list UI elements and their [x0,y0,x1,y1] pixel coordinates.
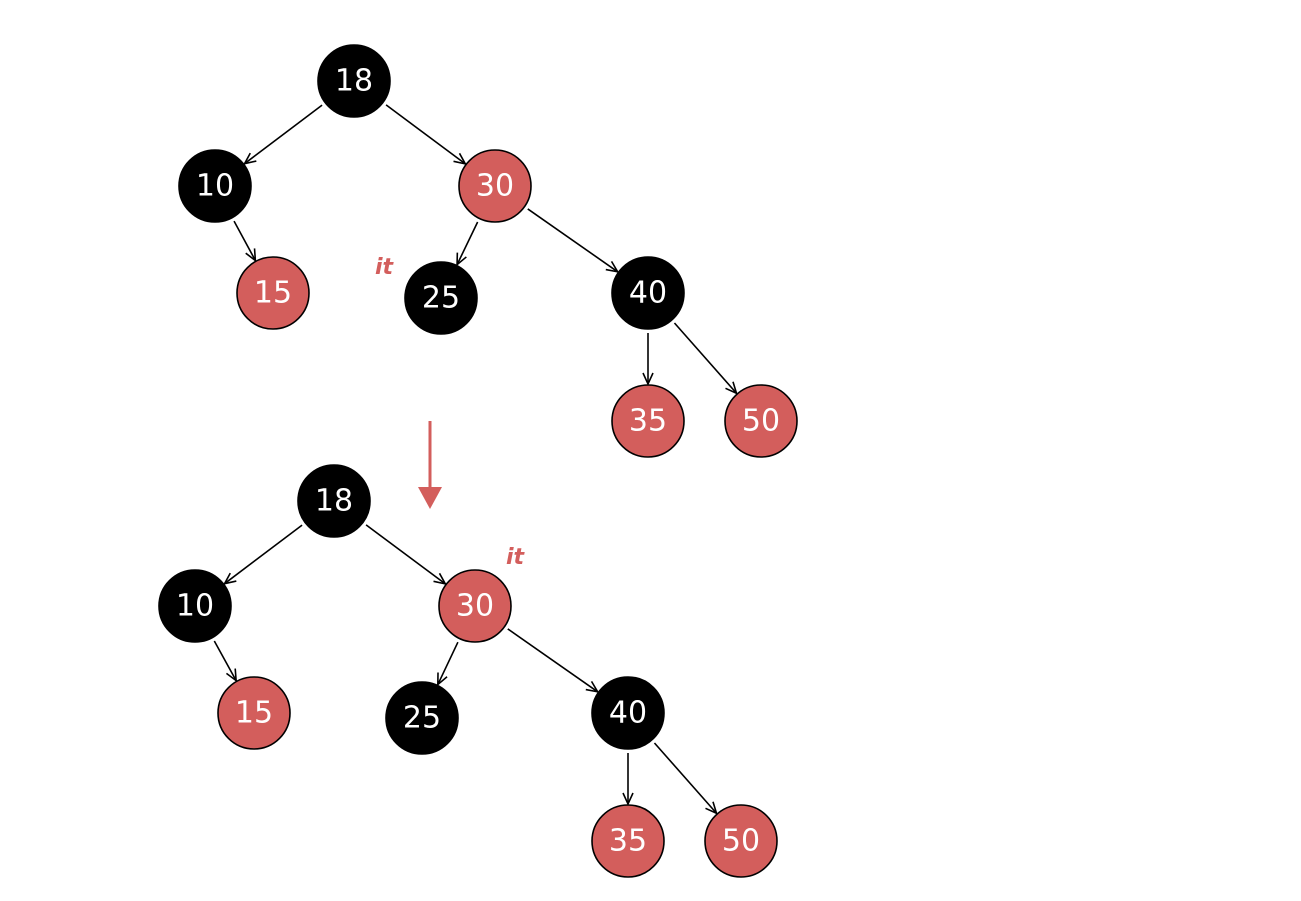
tree-after-step: 18 10 30 15 25 40 35 50 it [158,464,778,878]
node-label: 10 [176,589,214,624]
node-circle [724,384,798,458]
tree-node-40: 40 [611,256,685,330]
tree-before-step: 18 10 30 15 25 40 35 50 it [178,44,798,458]
edge-after-0 [222,524,303,585]
node-circle [458,149,532,223]
tree-node-30: 30 [458,149,532,223]
edge-before-0 [242,104,323,165]
edge-after-6 [653,742,718,815]
iterator-pointer-label: it [506,545,526,570]
iterator-pointer-label: it [375,255,395,280]
edge-before-1 [385,104,467,166]
node-label: 40 [609,696,647,731]
node-circle [385,681,459,755]
node-label: 35 [609,824,647,859]
edge-after-3 [436,641,459,687]
node-label: 35 [629,404,667,439]
node-circle [217,676,291,750]
transition-arrow [418,421,442,509]
tree-node-50: 50 [704,804,778,878]
edge-before-4 [527,208,620,273]
tree-node-15: 15 [236,256,310,330]
node-circle [611,384,685,458]
tree-node-35: 35 [591,804,665,878]
tree-node-25: 25 [404,261,478,335]
node-label: 40 [629,276,667,311]
node-circle [591,676,665,750]
node-circle [317,44,391,118]
node-circle [297,464,371,538]
tree-node-18: 18 [297,464,371,538]
edge-after-2 [213,640,238,683]
node-label: 50 [722,824,760,859]
node-label: 30 [476,169,514,204]
edge-before-6 [673,322,738,395]
node-label: 15 [235,696,273,731]
node-label: 25 [422,281,460,316]
node-circle [438,569,512,643]
node-circle [591,804,665,878]
edge-after-4 [507,628,600,693]
tree-node-25: 25 [385,681,459,755]
tree-node-40: 40 [591,676,665,750]
tree-node-10: 10 [178,149,252,223]
tree-node-15: 15 [217,676,291,750]
node-label: 25 [403,701,441,736]
node-label: 30 [456,589,494,624]
node-label: 50 [742,404,780,439]
tree-node-10: 10 [158,569,232,643]
node-circle [611,256,685,330]
node-label: 18 [315,484,353,519]
node-circle [236,256,310,330]
node-circle [178,149,252,223]
node-label: 18 [335,64,373,99]
tree-node-18: 18 [317,44,391,118]
tree-node-50: 50 [724,384,798,458]
edge-before-2 [233,220,257,263]
tree-node-35: 35 [611,384,685,458]
node-label: 15 [254,276,292,311]
node-label: 10 [196,169,234,204]
edge-after-1 [365,524,447,586]
tree-node-30: 30 [438,569,512,643]
node-circle [704,804,778,878]
edge-before-3 [456,221,479,267]
node-circle [158,569,232,643]
node-circle [404,261,478,335]
